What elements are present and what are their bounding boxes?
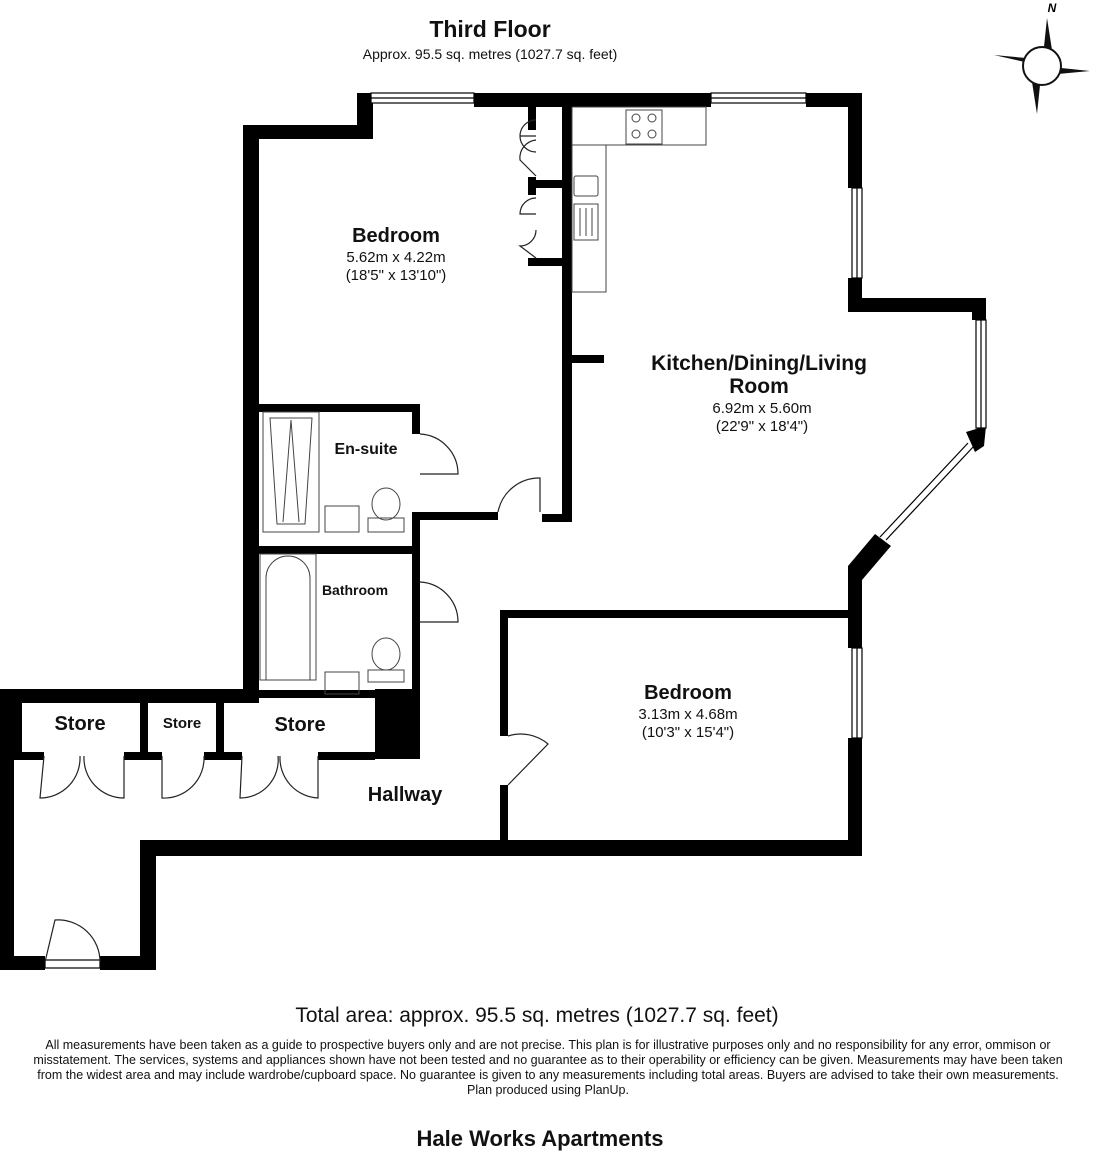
drainer-icon: [573, 203, 599, 241]
store-3-name: Store: [274, 714, 325, 736]
compass-icon: N: [994, 1, 1090, 114]
kitchen-fixtures: [571, 106, 707, 293]
kitchen-sink-icon: [573, 175, 599, 197]
kitchen-worktop-top: [571, 106, 707, 146]
disclaimer-text: All measurements have been taken as a gu…: [33, 1038, 1063, 1097]
bathroom-fixtures: [259, 411, 405, 695]
ensuite-basin-icon: [324, 505, 360, 533]
floor-area-subtitle: Approx. 95.5 sq. metres (1027.7 sq. feet…: [362, 46, 618, 62]
ensuite-toilet-cistern: [367, 517, 405, 533]
bathroom-basin-icon: [324, 671, 360, 695]
kitchen-name-line2: Room: [729, 375, 789, 398]
bedroom-second-dim-m: 3.13m x 4.68m: [638, 706, 737, 723]
bathroom-name: Bathroom: [322, 582, 388, 598]
ensuite-toilet-icon: [371, 487, 401, 521]
kitchen-name-line1: Kitchen/Dining/Living: [651, 352, 867, 375]
hallway-name: Hallway: [368, 784, 443, 806]
bedroom-main-name: Bedroom: [352, 225, 440, 247]
compass-north-label: N: [1048, 1, 1057, 15]
plan-produced-by: Plan produced using PlanUp.: [467, 1083, 629, 1097]
total-area: Total area: approx. 95.5 sq. metres (102…: [295, 1004, 779, 1027]
kitchen-worktop-side: [571, 144, 607, 293]
bedroom-second-name: Bedroom: [644, 682, 732, 704]
kitchen-dim-ft: (22'9" x 18'4"): [716, 418, 808, 435]
property-name: Hale Works Apartments: [416, 1126, 664, 1151]
bathroom-toilet-icon: [371, 637, 401, 671]
ensuite-bath-icon: [262, 411, 320, 533]
floor-title: Third Floor: [429, 16, 551, 42]
doors: [39, 119, 549, 963]
store-1-name: Store: [54, 713, 105, 735]
store-2-name: Store: [163, 715, 201, 732]
bedroom-second-dim-ft: (10'3" x 15'4"): [642, 724, 734, 741]
bathroom-toilet-cistern: [367, 669, 405, 683]
bedroom-main-dim-m: 5.62m x 4.22m: [346, 249, 445, 266]
exterior-walls: [0, 93, 986, 970]
ensuite-name: En-suite: [334, 441, 397, 458]
bathroom-bath-icon: [259, 553, 317, 681]
hob-icon: [625, 109, 663, 145]
bedroom-main-dim-ft: (18'5" x 13'10"): [346, 267, 447, 284]
kitchen-dim-m: 6.92m x 5.60m: [712, 400, 811, 417]
windows: [44, 92, 987, 969]
